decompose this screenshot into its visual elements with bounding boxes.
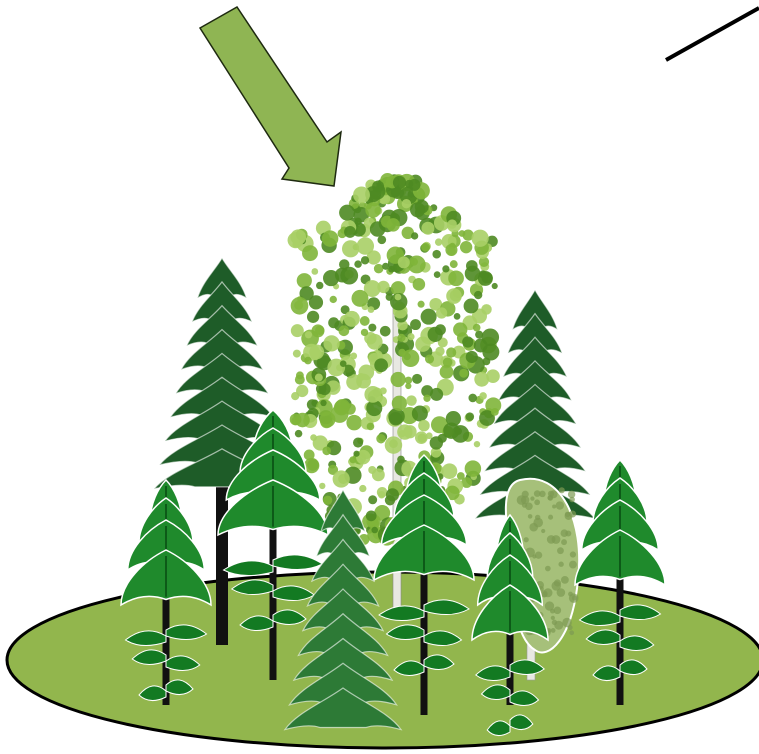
diagonal-line	[666, 8, 759, 60]
down-right-arrow-icon	[200, 7, 341, 186]
